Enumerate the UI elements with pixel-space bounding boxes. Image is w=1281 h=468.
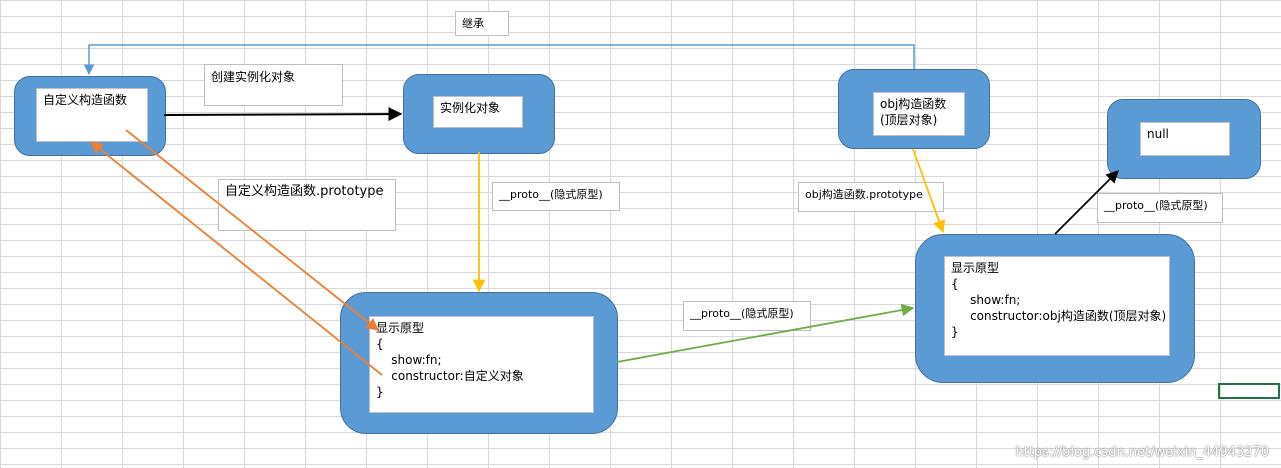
node-custom-constructor-label: 自定义构造函数: [36, 88, 148, 142]
node-prototype-right-label: 显示原型 { show:fn; constructor:obj构造函数(顶层对象…: [944, 256, 1170, 356]
label-inherit: 继承: [455, 11, 509, 36]
label-proto-3: __proto__(隐式原型): [683, 301, 811, 331]
label-create-instance: 创建实例化对象: [204, 64, 343, 106]
node-prototype-left-label: 显示原型 { show:fn; constructor:自定义对象 }: [369, 316, 594, 413]
label-obj-prototype: obj构造函数.prototype: [798, 182, 944, 212]
node-instance-label: 实例化对象: [433, 96, 523, 128]
label-proto-1: __proto__(隐式原型): [492, 182, 620, 211]
watermark: https://blog.csdn.net/weixin_44943270: [1015, 445, 1269, 460]
label-proto-2: __proto__(隐式原型): [1097, 193, 1223, 223]
selected-cell[interactable]: [1218, 383, 1280, 399]
label-custom-prototype: 自定义构造函数.prototype: [218, 179, 396, 231]
node-obj-constructor-label: obj构造函数 (顶层对象): [873, 92, 965, 136]
node-null-label: null: [1140, 122, 1230, 156]
